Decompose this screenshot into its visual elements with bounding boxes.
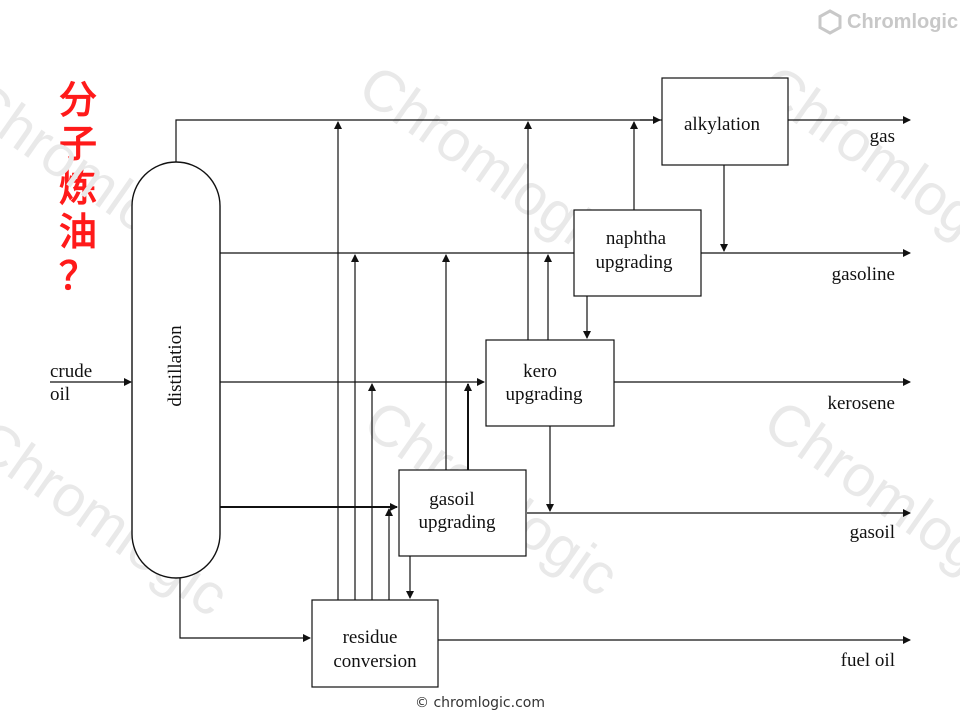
residue-label-line2: conversion [333, 651, 417, 672]
gasoil-label-line1: gasoil [429, 489, 474, 510]
product-fuel-oil-label: fuel oil [841, 650, 895, 671]
distillation-label: distillation [165, 325, 186, 407]
copyright-footer: © chromlogic.com [415, 695, 545, 711]
crude-oil-label-line2: oil [50, 384, 70, 405]
watermark: Chromlogic [753, 387, 960, 608]
unit-kero-upgrading: kero upgrading [485, 339, 615, 427]
crude-oil-input: crude oil [50, 361, 132, 405]
side-title: 分 子 炼 油 ？ [52, 78, 104, 298]
kero-label-line2: upgrading [505, 384, 583, 405]
logo-text: Chromlogic [847, 10, 959, 33]
side-title-char: 炼 [58, 166, 97, 210]
hexagon-logo-icon [818, 9, 842, 35]
product-gasoil-label: gasoil [850, 522, 895, 543]
side-title-char: 子 [58, 122, 97, 166]
product-gasoline-label: gasoline [832, 264, 895, 285]
product-labels: gas gasoline kerosene gasoil fuel oil [827, 126, 895, 671]
chromlogic-logo: Chromlogic [818, 8, 958, 36]
product-gas-label: gas [870, 126, 895, 147]
gasoil-label-line2: upgrading [418, 512, 496, 533]
kero-label-line1: kero [523, 361, 557, 382]
side-title-char: 分 [58, 78, 97, 122]
side-title-char: ？ [58, 254, 97, 298]
distillation-column: distillation [131, 161, 221, 579]
alkylation-label: alkylation [684, 114, 760, 135]
side-title-char: 油 [58, 210, 97, 254]
naphtha-label-line2: upgrading [595, 252, 673, 273]
unit-gasoil-upgrading: gasoil upgrading [398, 469, 527, 557]
naphtha-label-line1: naphtha [606, 228, 667, 249]
residue-label-line1: residue [343, 627, 398, 648]
unit-alkylation: alkylation [661, 77, 789, 166]
unit-naphtha-upgrading: naphtha upgrading [573, 209, 702, 297]
crude-oil-label-line1: crude [50, 361, 92, 382]
unit-residue-conversion: residue conversion [311, 599, 439, 688]
flow-lines [175, 116, 911, 644]
product-kerosene-label: kerosene [827, 393, 895, 414]
